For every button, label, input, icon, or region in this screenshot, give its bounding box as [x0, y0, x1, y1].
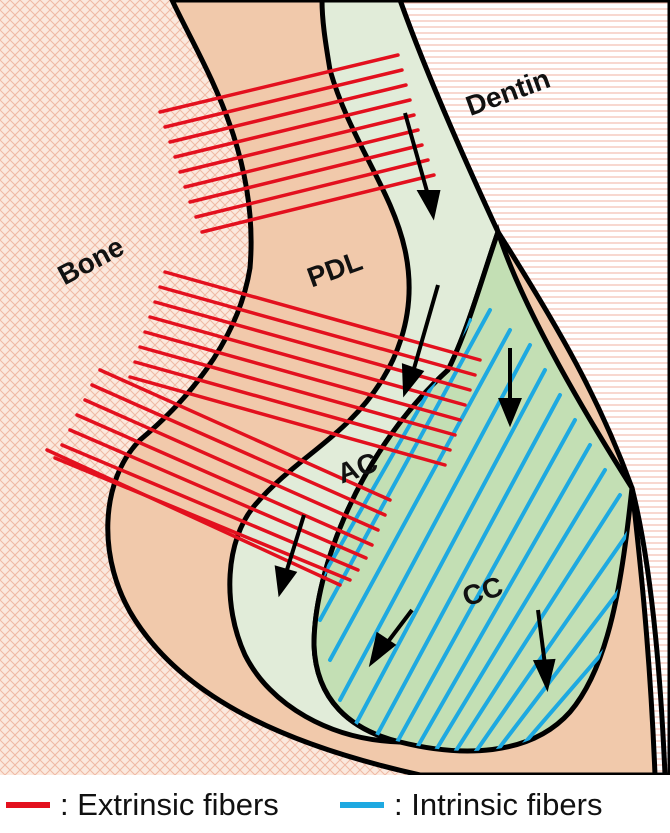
extrinsic-fiber-line [143, 330, 462, 422]
extrinsic-fiber-line [168, 83, 408, 144]
extrinsic-fiber-line [163, 68, 404, 129]
legend-item-extrinsic: : Extrinsic fibers [6, 785, 279, 825]
intrinsic-fiber-line [328, 328, 512, 662]
extrinsic-fiber-line [194, 158, 430, 219]
intrinsic-fiber-line [348, 368, 547, 737]
arrow-down-icon [274, 514, 306, 598]
intrinsic-fiber-line [338, 343, 532, 702]
extrinsic-fiber-line [83, 398, 380, 532]
extrinsic-fiber-line [75, 413, 374, 547]
intrinsic-fiber-line [468, 528, 632, 751]
arrow-down-icon [368, 608, 414, 668]
extrinsic-fiber-line [188, 143, 424, 204]
extrinsic-fiber-line [173, 98, 412, 159]
extrinsic-fiber-line [53, 456, 352, 582]
extrinsic-fibers-upper [158, 53, 436, 234]
intrinsic-fiber-line [318, 308, 492, 622]
intrinsic-fiber-line [448, 493, 622, 751]
legend-label-extrinsic: : Extrinsic fibers [60, 787, 279, 822]
arrow-down-icon [532, 609, 556, 693]
intrinsic-fibers [314, 308, 632, 751]
extrinsic-fiber-line [178, 113, 416, 174]
extrinsic-fiber-line [133, 360, 452, 452]
intrinsic-fiber-line [388, 418, 577, 751]
arrow-down-icon [401, 284, 440, 398]
extrinsic-fiber-line [200, 173, 436, 234]
extrinsic-fiber-line [98, 368, 392, 502]
arrow-down-icon [498, 348, 522, 428]
extrinsic-fiber-line [128, 375, 447, 467]
dentin-edge [629, 487, 668, 776]
legend: : Extrinsic fibers : Intrinsic fibers [0, 775, 670, 833]
extrinsic-fiber-line [90, 383, 387, 517]
extrinsic-fiber-line [68, 428, 368, 560]
flow-arrows [274, 112, 556, 693]
intrinsic-fiber-line [488, 568, 632, 751]
extrinsic-fiber-line [158, 53, 400, 114]
extrinsic-fiber-line [60, 443, 360, 572]
arrow-down-icon [403, 112, 441, 221]
extrinsic-fiber-line [158, 285, 477, 377]
intrinsic-fiber-line [408, 443, 592, 751]
legend-label-intrinsic: : Intrinsic fibers [394, 787, 603, 822]
intrinsic-fiber-line [428, 468, 607, 751]
legend-item-intrinsic: : Intrinsic fibers [340, 785, 602, 825]
legend-swatch-extrinsic [6, 802, 50, 808]
intrinsic-fiber-line [368, 393, 562, 750]
legend-swatch-intrinsic [340, 802, 384, 808]
extrinsic-fiber-line [148, 315, 467, 407]
extrinsic-fiber-line [163, 270, 482, 362]
extrinsic-fiber-line [138, 345, 457, 437]
extrinsic-fiber-line [183, 128, 420, 189]
extrinsic-fibers-lower [45, 368, 392, 587]
